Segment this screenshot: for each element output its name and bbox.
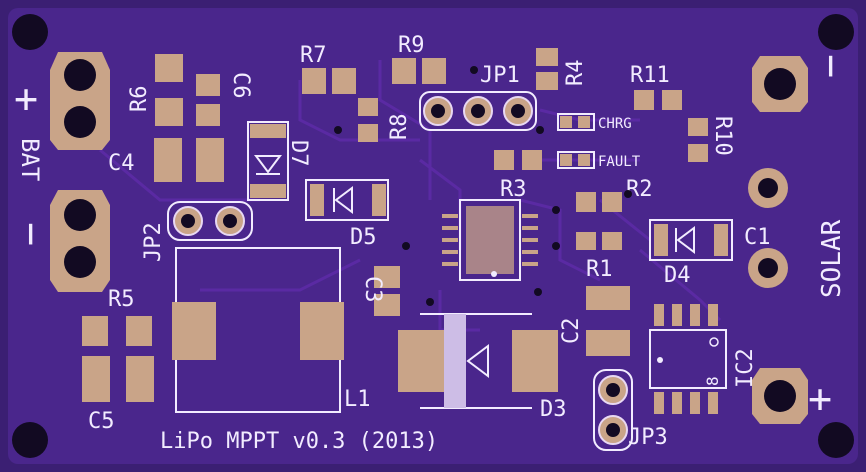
solar-minus-label: −	[808, 54, 854, 78]
solar-plus-label: +	[808, 376, 832, 422]
c5-pads	[82, 356, 154, 402]
fault-led	[557, 151, 595, 169]
ic2-pin-label: 8	[703, 376, 722, 386]
d4-diode	[649, 219, 733, 261]
c1-label: C1	[744, 225, 771, 250]
bat-plus-label: +	[14, 76, 38, 122]
c6-pads	[196, 74, 220, 126]
r3-label: R3	[500, 177, 527, 202]
chrg-led	[557, 113, 595, 131]
r2-pads	[576, 192, 622, 250]
mounting-holes	[12, 14, 854, 458]
c2-pads	[586, 330, 630, 356]
fault-label: FAULT	[598, 154, 641, 170]
c4-label: C4	[108, 151, 135, 176]
d4-label: D4	[664, 263, 691, 288]
ic2-package	[649, 304, 727, 414]
jp3-label: JP3	[628, 425, 668, 450]
c5-label: C5	[88, 409, 115, 434]
chrg-label: CHRG	[598, 116, 632, 132]
jp2-header	[167, 201, 253, 241]
copper-pour	[8, 8, 858, 464]
r4-label: R4	[563, 60, 588, 87]
d7-label: D7	[286, 140, 311, 167]
mounting-hole	[12, 422, 48, 458]
l1-label: L1	[344, 387, 371, 412]
board-title: LiPo MPPT v0.3 (2013)	[160, 429, 438, 454]
r9-pads	[392, 58, 446, 84]
jp1-label: JP1	[480, 63, 520, 88]
l1-inductor	[172, 247, 344, 413]
r7-pads	[302, 68, 356, 94]
r5-label: R5	[108, 287, 135, 312]
c3-label: C3	[360, 276, 385, 303]
mounting-hole	[12, 14, 48, 50]
ic1-package	[442, 199, 538, 281]
r1-pads	[586, 286, 630, 310]
solar-plus-pad	[752, 368, 808, 424]
r8-pads	[358, 98, 378, 142]
r2-label: R2	[626, 177, 653, 202]
r4-pads	[536, 48, 558, 90]
solar-minus-pad	[752, 56, 808, 112]
r5-pads	[82, 316, 152, 346]
r10-pads	[688, 118, 708, 162]
jp1-header	[419, 91, 537, 131]
d3-label: D3	[540, 397, 567, 422]
jp3-header	[593, 369, 633, 451]
bat-minus-label: −	[8, 222, 54, 246]
r3-pads	[494, 150, 542, 170]
jp2-label: JP2	[141, 222, 166, 262]
r11-pads	[634, 90, 682, 110]
r7-label: R7	[300, 43, 327, 68]
r11-label: R11	[630, 63, 670, 88]
d5-label: D5	[350, 225, 377, 250]
c2-label: C2	[559, 318, 584, 345]
c3-pads	[374, 266, 400, 316]
c1-pads	[748, 168, 788, 288]
bat-label: BAT	[16, 138, 44, 181]
r9-label: R9	[398, 33, 425, 58]
d5-diode	[305, 179, 389, 221]
r8-label: R8	[387, 114, 412, 141]
c6-label: C6	[228, 72, 253, 99]
r6-label: R6	[127, 86, 152, 113]
mounting-hole	[818, 422, 854, 458]
vias	[334, 66, 632, 306]
mounting-hole	[818, 14, 854, 50]
solar-label: SOLAR	[817, 219, 847, 298]
r1-label: R1	[586, 257, 613, 282]
r6-pads	[155, 54, 183, 126]
c4-pads	[154, 138, 224, 182]
r10-label: R10	[710, 116, 735, 156]
ic2-label: IC2	[733, 348, 758, 388]
d3-diode	[398, 313, 558, 409]
d7-diode	[247, 121, 289, 201]
bat-connector	[50, 52, 110, 292]
